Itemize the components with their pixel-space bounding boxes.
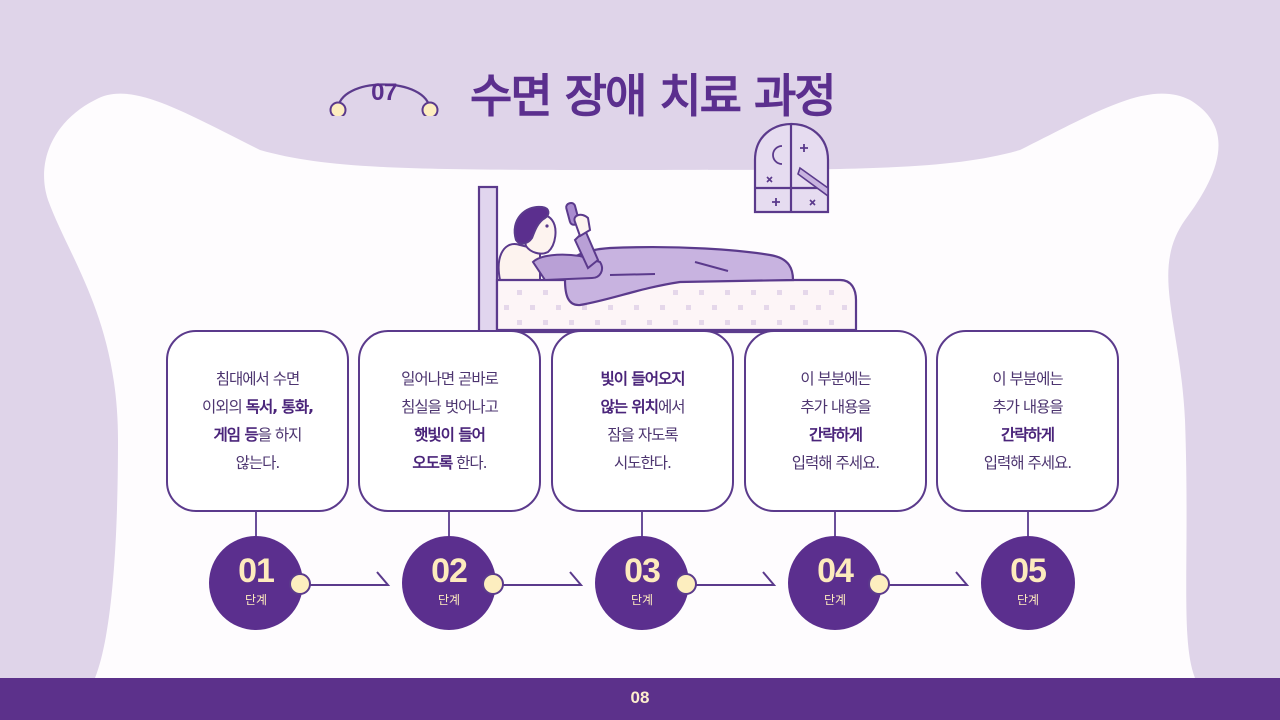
step-badge-1: 01 단계 (209, 536, 303, 630)
step-card-3: 빛이 들어오지 않는 위치에서 잠을 자도록 시도한다. (551, 330, 734, 512)
text-segment: 에서 (657, 398, 686, 416)
text-segment-bold: 간략하게 (808, 426, 863, 444)
step-number: 02 (431, 552, 468, 590)
text-segment: 이 부분에는 (800, 370, 871, 388)
text-segment: 입력해 주세요. (983, 454, 1072, 472)
step-badge-3: 03 단계 (595, 536, 689, 630)
card-connector-line (834, 512, 836, 538)
page-title: 수면 장애 치료 과정 (470, 69, 837, 123)
page-number: 08 (630, 688, 650, 707)
text-segment-bold: 않는 위치 (600, 398, 659, 416)
step-number: 04 (817, 552, 854, 590)
step-card-1: 침대에서 수면 이외의 독서, 통화, 게임 등을 하지 않는다. (166, 330, 349, 512)
text-segment: 시도한다. (614, 454, 672, 472)
connector-dot-icon (675, 573, 697, 595)
step-badge-2: 02 단계 (402, 536, 496, 630)
text-segment-bold: 햇빛이 들어 (414, 426, 486, 444)
step-label: 단계 (244, 593, 268, 607)
arrow-right-icon (503, 571, 584, 586)
step-card-text: 이 부분에는 추가 내용을 간략하게 입력해 주세요. (983, 365, 1072, 477)
step-card-text: 침대에서 수면 이외의 독서, 통화, 게임 등을 하지 않는다. (202, 365, 314, 477)
step-label: 단계 (630, 593, 654, 607)
text-segment: 추가 내용을 (800, 398, 871, 416)
step-card-2: 일어나면 곧바로 침실을 벗어나고 햇빛이 들어 오도록 한다. (358, 330, 541, 512)
text-segment: 한다. (452, 454, 487, 472)
step-badge-4: 04 단계 (788, 536, 882, 630)
step-number: 05 (1010, 552, 1047, 590)
card-connector-line (255, 512, 257, 538)
connector-dot-icon (868, 573, 890, 595)
arrow-right-icon (696, 571, 777, 586)
card-connector-line (1027, 512, 1029, 538)
text-segment-bold: 오도록 (412, 454, 453, 472)
text-segment-bold: 독서, 통화, (245, 398, 314, 416)
arc-decoration-icon (329, 83, 439, 116)
text-segment: 침실을 벗어나고 (401, 398, 499, 416)
text-segment: 침대에서 수면 (215, 370, 300, 388)
step-label: 단계 (823, 593, 847, 607)
step-card-text: 일어나면 곧바로 침실을 벗어나고 햇빛이 들어 오도록 한다. (401, 365, 499, 477)
section-number: 07 (371, 79, 397, 106)
card-connector-line (448, 512, 450, 538)
text-segment: 않는다. (235, 454, 281, 472)
step-number: 01 (238, 552, 275, 590)
text-segment-bold: 게임 등 (213, 426, 259, 444)
text-segment: 이 부분에는 (992, 370, 1063, 388)
step-number: 03 (624, 552, 661, 590)
text-segment: 추가 내용을 (992, 398, 1063, 416)
header: 07 수면 장애 치료 과정 (0, 52, 1280, 132)
arrow-right-icon (889, 571, 970, 586)
step-card-5: 이 부분에는 추가 내용을 간략하게 입력해 주세요. (936, 330, 1119, 512)
card-connector-line (641, 512, 643, 538)
connector-dot-icon (482, 573, 504, 595)
step-card-text: 빛이 들어오지 않는 위치에서 잠을 자도록 시도한다. (600, 365, 686, 477)
text-segment-bold: 간략하게 (1000, 426, 1055, 444)
text-segment: 잠을 자도록 (607, 426, 678, 444)
text-segment: 이외의 (202, 398, 246, 416)
step-card-text: 이 부분에는 추가 내용을 간략하게 입력해 주세요. (791, 365, 880, 477)
text-segment-bold: 빛이 들어오지 (600, 370, 686, 388)
step-card-4: 이 부분에는 추가 내용을 간략하게 입력해 주세요. (744, 330, 927, 512)
step-label: 단계 (1016, 593, 1040, 607)
section-number-badge: 07 (328, 66, 440, 116)
step-badge-5: 05 단계 (981, 536, 1075, 630)
connector-dot-icon (289, 573, 311, 595)
arrow-right-icon (310, 571, 391, 586)
text-segment: 일어나면 곧바로 (401, 370, 499, 388)
text-segment: 을 하지 (257, 426, 303, 444)
text-segment: 입력해 주세요. (791, 454, 880, 472)
step-label: 단계 (437, 593, 461, 607)
footer-bar: 08 (0, 678, 1280, 720)
